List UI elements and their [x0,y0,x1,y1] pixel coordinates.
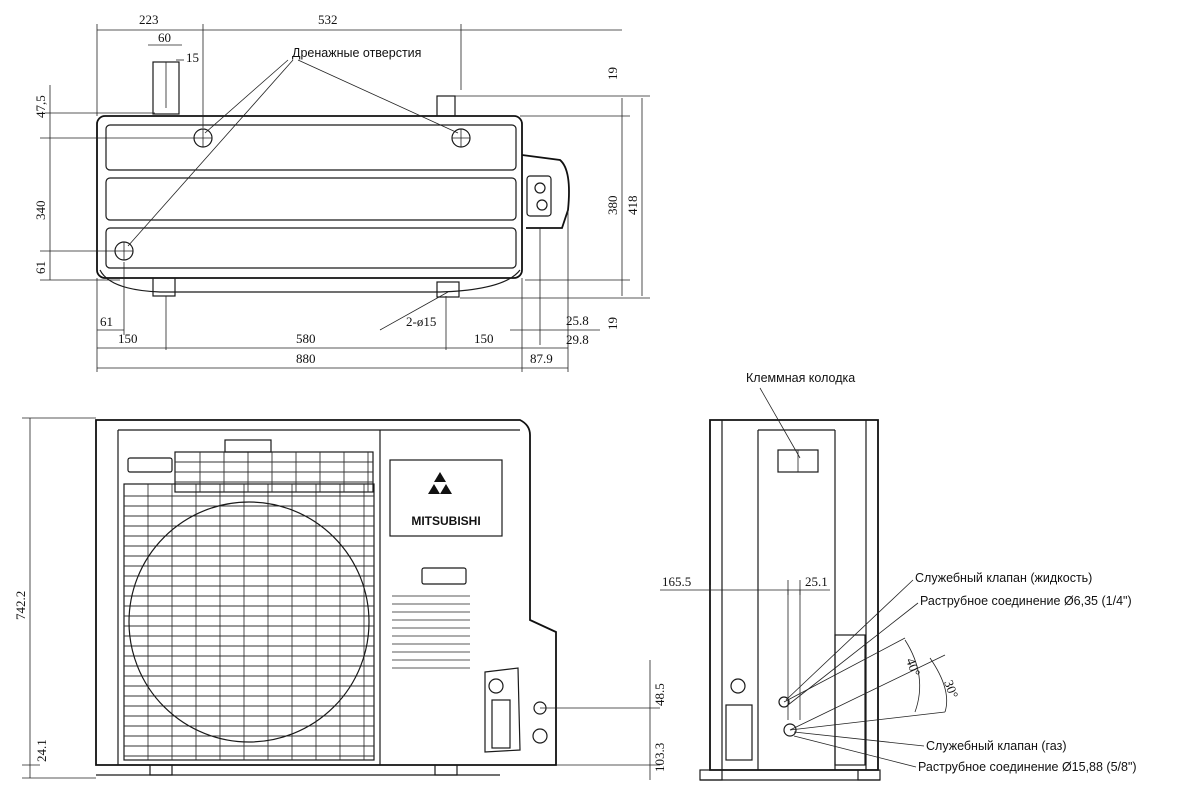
mount-foot-bottom-right [436,281,460,298]
side-vent-lines [392,595,470,669]
dim-87-9: 87.9 [530,351,553,366]
dim-418: 418 [625,196,640,216]
top-grille-grid [175,452,373,492]
dim-15: 15 [186,50,199,65]
dim-532: 532 [318,12,338,27]
dim-880: 880 [296,351,316,366]
fan-grille [123,483,375,761]
dim-29-8: 29.8 [566,332,589,347]
top-view: Дренажные отверстия 223 532 60 15 47,5 3… [33,12,650,372]
top-panel-3 [105,227,517,269]
dim-150-right: 150 [474,331,494,346]
front-view: MITSUBISHI 742.2 24.1 48.5 103.3 [13,417,667,780]
service-valve-liquid-label: Служебный клапан (жидкость) [915,571,1092,585]
dim-2-o15: 2-ø15 [406,314,436,329]
brand-plate [389,459,503,537]
brand-logo-text: MITSUBISHI [411,514,480,528]
dim-150-left: 150 [118,331,138,346]
logo-diamond-right [440,484,452,494]
dim-24-1: 24.1 [34,739,49,762]
dim-165-5: 165.5 [662,574,691,589]
front-valve-box [484,667,521,753]
top-view-body [96,115,523,279]
terminal-block-label: Клеммная колодка [746,371,855,385]
dim-742-2: 742.2 [13,591,28,620]
side-view: Клеммная колодка 165.5 25.1 40° 30° Служ… [660,371,1137,781]
fan-grille-bars [124,484,374,760]
logo-diamond-top [434,472,446,482]
mount-foot-bottom-left [152,277,176,297]
top-panel-1 [105,124,517,171]
flare-gas-label: Раструбное соединение Ø15,88 (5/8") [918,760,1137,774]
dim-48-5: 48.5 [652,683,667,706]
dim-61-bottom: 61 [100,314,113,329]
dim-380: 380 [605,196,620,216]
mount-foot-top-right [436,95,456,117]
dim-103-3: 103.3 [652,743,667,772]
valve-cover-top [521,154,570,229]
dim-25-8: 25.8 [566,313,589,328]
service-valve-gas-label: Служебный клапан (газ) [926,739,1067,753]
liquid-valve [778,696,790,708]
dim-61-left: 61 [33,261,48,274]
dim-30-deg: 30° [941,678,961,700]
dim-580: 580 [296,331,316,346]
front-view-body [95,419,557,766]
top-panel-2 [105,177,517,221]
dim-40-deg: 40° [903,656,923,678]
dim-47-5: 47,5 [33,95,48,118]
dim-60: 60 [158,30,171,45]
flare-liquid-label: Раструбное соединение Ø6,35 (1/4") [920,594,1132,608]
gas-valve [783,723,797,737]
dim-19-bottom: 19 [605,317,620,330]
dim-340: 340 [33,201,48,221]
dim-19-top: 19 [605,67,620,80]
dim-25-1: 25.1 [805,574,828,589]
drain-holes-label: Дренажные отверстия [292,46,421,60]
logo-diamond-left [428,484,440,494]
top-view-skirt [99,269,521,293]
dim-223: 223 [139,12,159,27]
fan-guard-circle [128,501,370,743]
